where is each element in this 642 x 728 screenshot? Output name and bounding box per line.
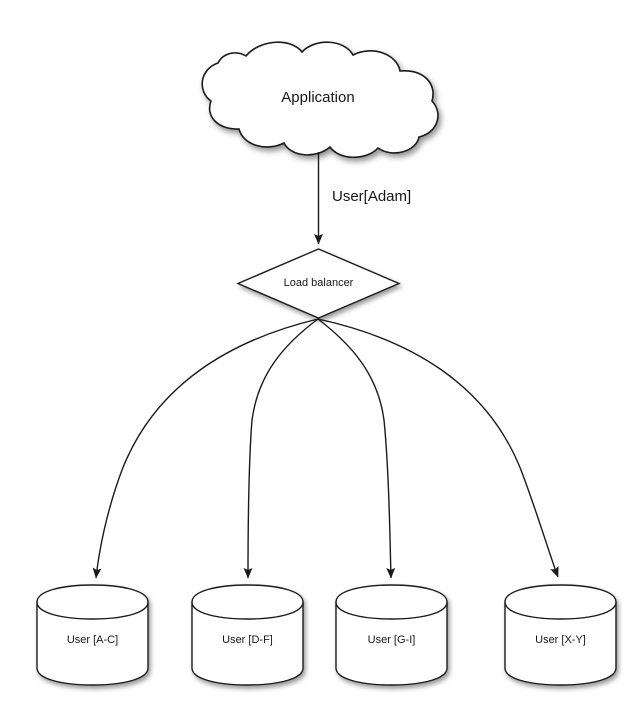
database-label-3: User [G-I] [368,634,416,646]
database-label-2: User [D-F] [222,634,273,646]
database-label-1: User [A-C] [67,634,118,646]
application-label: Application [281,89,354,106]
cylinder-top-4 [504,601,617,620]
edge-label-user-adam: User[Adam] [332,188,411,205]
edge-arrow-balancer-db-4 [317,318,559,578]
edge-arrow-balancer-db-3 [317,318,396,579]
database-label-4: User [X-Y] [535,634,586,646]
node-application-cloud[interactable]: Application [201,41,439,159]
edge-application-to-balancer: User[Adam] [314,152,411,245]
cylinder-top-3 [335,601,448,620]
cylinder-top-1 [36,601,149,620]
node-load-balancer-diamond[interactable]: Load balancer [236,248,401,319]
edge-arrow-balancer-db-1 [92,318,319,579]
edge-arrow-balancer-db-2 [243,318,319,579]
node-database-2[interactable]: User [D-F] [191,584,304,686]
load-balancer-label: Load balancer [284,277,354,289]
node-database-1[interactable]: User [A-C] [36,584,149,686]
edges-balancer-to-databases [92,318,559,579]
node-database-3[interactable]: User [G-I] [335,584,448,686]
node-database-4[interactable]: User [X-Y] [504,584,617,686]
cylinder-top-2 [191,601,304,620]
